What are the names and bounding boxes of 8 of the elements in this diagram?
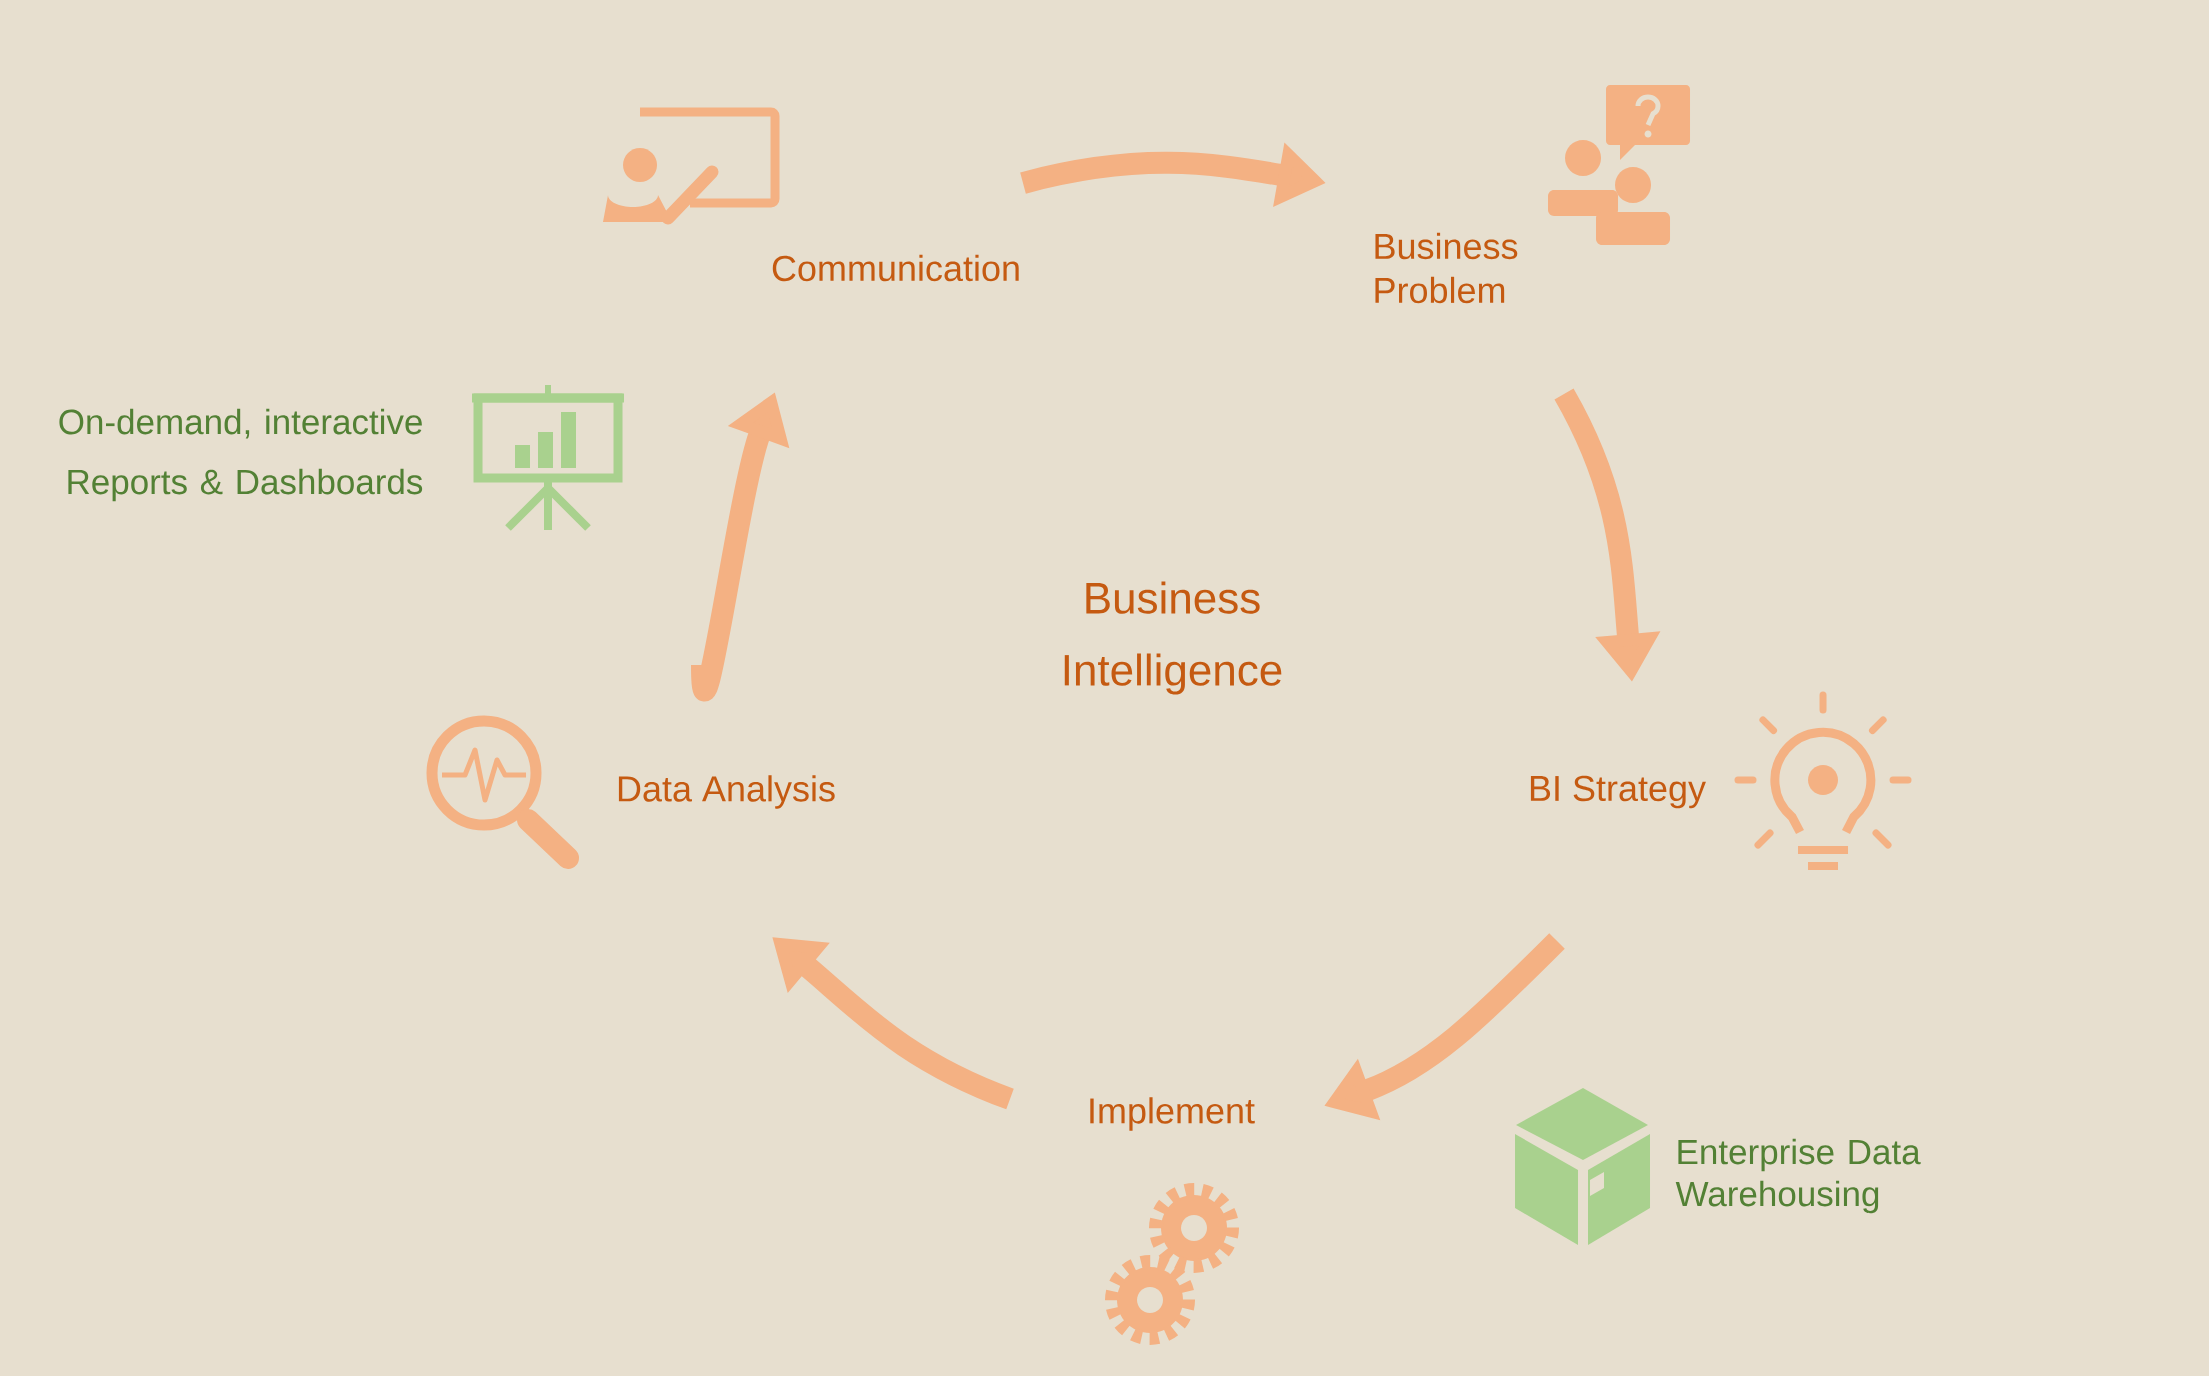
step-label: Business Problem [1375, 232, 1518, 304]
step-label: BI Strategy [1530, 775, 1706, 809]
step-label: Data Analysis [618, 775, 835, 809]
center-title: Business Intelligence [1064, 581, 1282, 695]
report-label: On-demand, interactive Reports & Dashboards [59, 408, 423, 502]
step-label: Implement [1090, 1097, 1255, 1131]
step-label: Communication [772, 254, 1019, 282]
warehouse-label: Enterprise Data Warehousing [1675, 1138, 1921, 1214]
